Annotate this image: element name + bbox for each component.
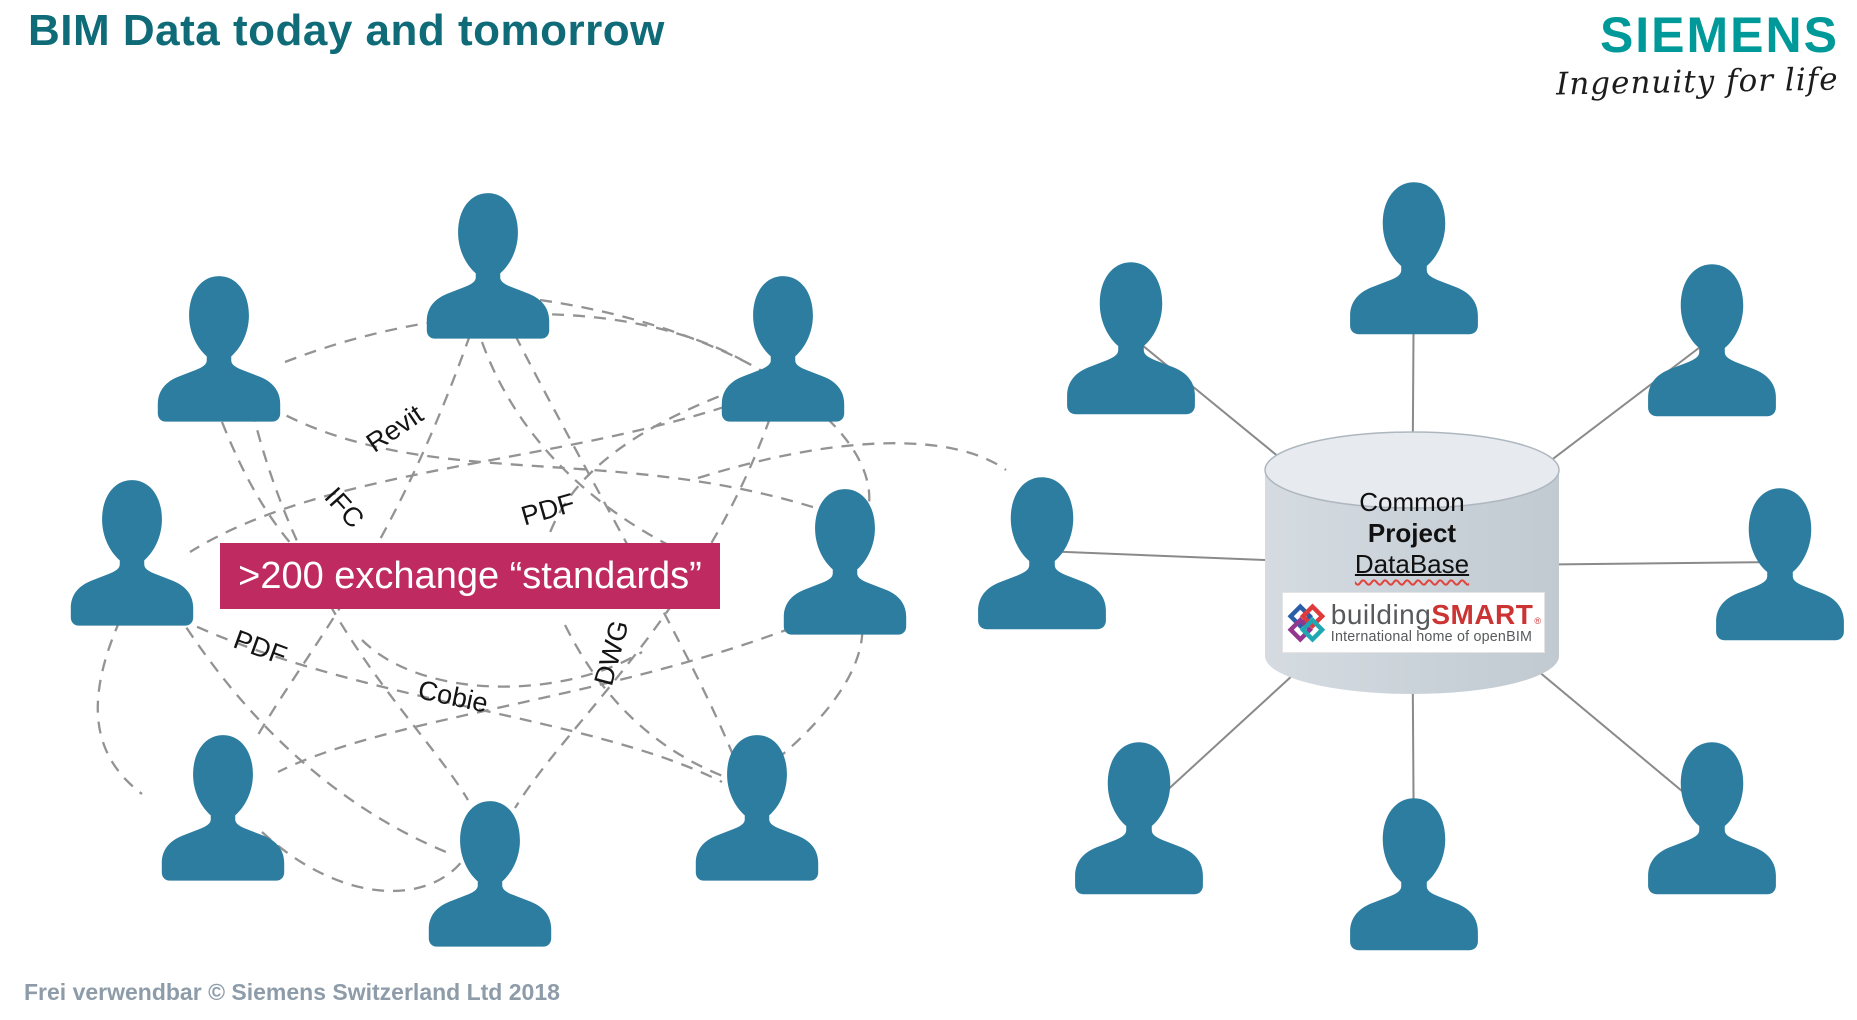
database-line-common: Common <box>1359 487 1465 517</box>
person-icon <box>1716 488 1844 641</box>
buildingsmart-mark-icon <box>1287 602 1326 643</box>
siemens-logo: SIEMENS <box>1599 7 1839 63</box>
person-icon <box>1075 742 1203 895</box>
siemens-brand: SIEMENS Ingenuity for life <box>1556 7 1840 103</box>
person-icon <box>783 489 907 635</box>
buildingsmart-word-building: building <box>1330 598 1432 630</box>
person-icon <box>1067 262 1195 415</box>
person-icon <box>157 276 281 422</box>
person-icon <box>1350 182 1478 335</box>
siemens-tagline: Ingenuity for life <box>1556 61 1840 103</box>
database-line-database: DataBase <box>1354 549 1470 579</box>
person-icon <box>721 276 845 422</box>
person-icon <box>161 735 285 881</box>
buildingsmart-word-smart: SMART <box>1431 598 1534 630</box>
buildingsmart-subtitle: International home of openBIM <box>1330 628 1533 645</box>
database-label: Common Project DataBase <box>1292 487 1532 580</box>
database-line-project: Project <box>1367 518 1457 548</box>
person-icon <box>1648 264 1776 417</box>
person-icon <box>1648 742 1776 895</box>
exchange-standards-banner: >200 exchange “standards” <box>220 543 720 609</box>
person-icon <box>695 735 819 881</box>
person-icon <box>70 480 194 626</box>
person-icon <box>428 801 552 947</box>
page-title: BIM Data today and tomorrow <box>28 6 665 55</box>
person-icon <box>426 193 550 339</box>
registered-mark: ® <box>1534 615 1541 626</box>
footer-copyright: Frei verwendbar © Siemens Switzerland Lt… <box>24 979 560 1005</box>
person-icon <box>1350 798 1478 951</box>
